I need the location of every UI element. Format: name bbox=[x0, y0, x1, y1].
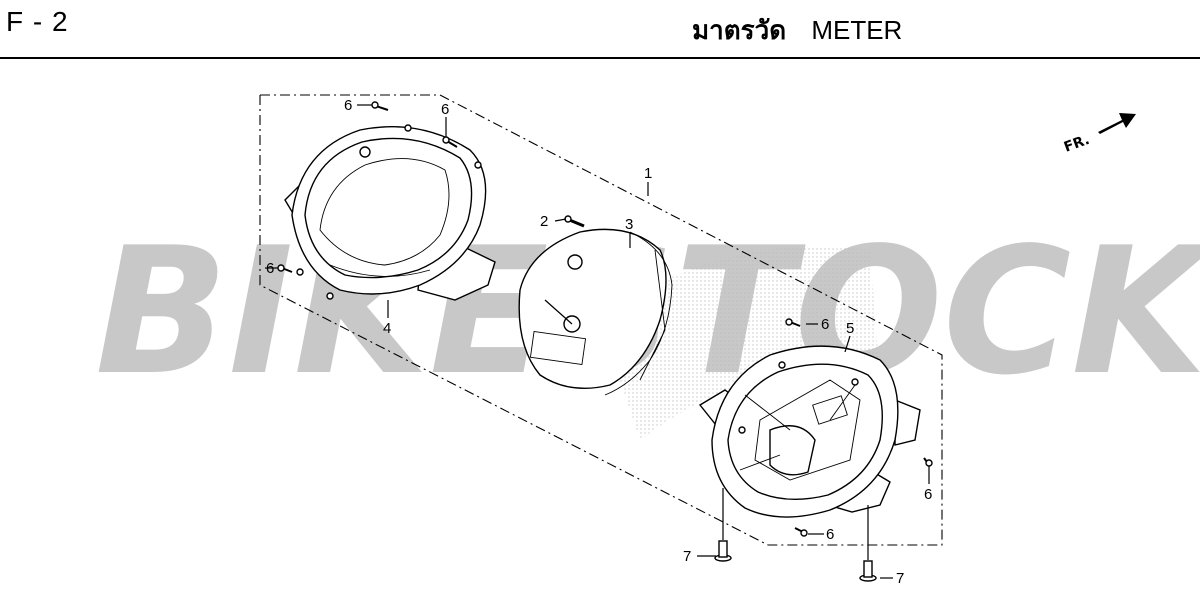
callout-4: 4 bbox=[383, 320, 391, 337]
callout-7a: 7 bbox=[683, 548, 691, 565]
screw-6f bbox=[794, 527, 808, 537]
callout-6e: 6 bbox=[924, 486, 932, 503]
leader-lines bbox=[265, 104, 930, 579]
title-thai: มาตรวัด bbox=[692, 15, 787, 45]
screw-6a bbox=[371, 101, 389, 111]
screw-6d bbox=[785, 318, 801, 327]
bolt-7a bbox=[714, 540, 732, 562]
callout-5: 5 bbox=[846, 320, 854, 337]
page-title: มาตรวัด METER bbox=[692, 10, 902, 51]
callout-2: 2 bbox=[540, 213, 548, 230]
screw-6e bbox=[923, 457, 933, 467]
callout-3: 3 bbox=[625, 216, 633, 233]
bolt-7b bbox=[859, 560, 877, 582]
callout-6b: 6 bbox=[441, 101, 449, 118]
screws-part-6 bbox=[277, 101, 933, 537]
honda-wing-logo bbox=[600, 246, 880, 440]
meter-unit-part bbox=[518, 228, 673, 396]
assembly-boundary bbox=[259, 94, 943, 546]
page-code: F - 2 bbox=[6, 6, 69, 37]
callout-7b: 7 bbox=[896, 570, 904, 587]
front-direction-indicator: FR. bbox=[1062, 113, 1136, 156]
title-english: METER bbox=[811, 15, 903, 45]
lower-case-part bbox=[698, 345, 921, 518]
callout-6c: 6 bbox=[266, 260, 274, 277]
callout-6a: 6 bbox=[344, 97, 352, 114]
header-divider bbox=[0, 57, 1200, 59]
callout-6f: 6 bbox=[826, 526, 834, 543]
callout-labels: 1 2 3 4 5 6 6 6 6 6 6 7 7 bbox=[266, 97, 932, 587]
bolts-part-7 bbox=[714, 540, 877, 582]
upper-case-part bbox=[284, 124, 496, 301]
callout-1: 1 bbox=[644, 165, 652, 182]
watermark: BIKESTOCKVN bbox=[95, 211, 1200, 440]
arrow-icon bbox=[1098, 113, 1136, 134]
fr-label: FR. bbox=[1062, 132, 1092, 156]
callout-6d: 6 bbox=[821, 316, 829, 333]
